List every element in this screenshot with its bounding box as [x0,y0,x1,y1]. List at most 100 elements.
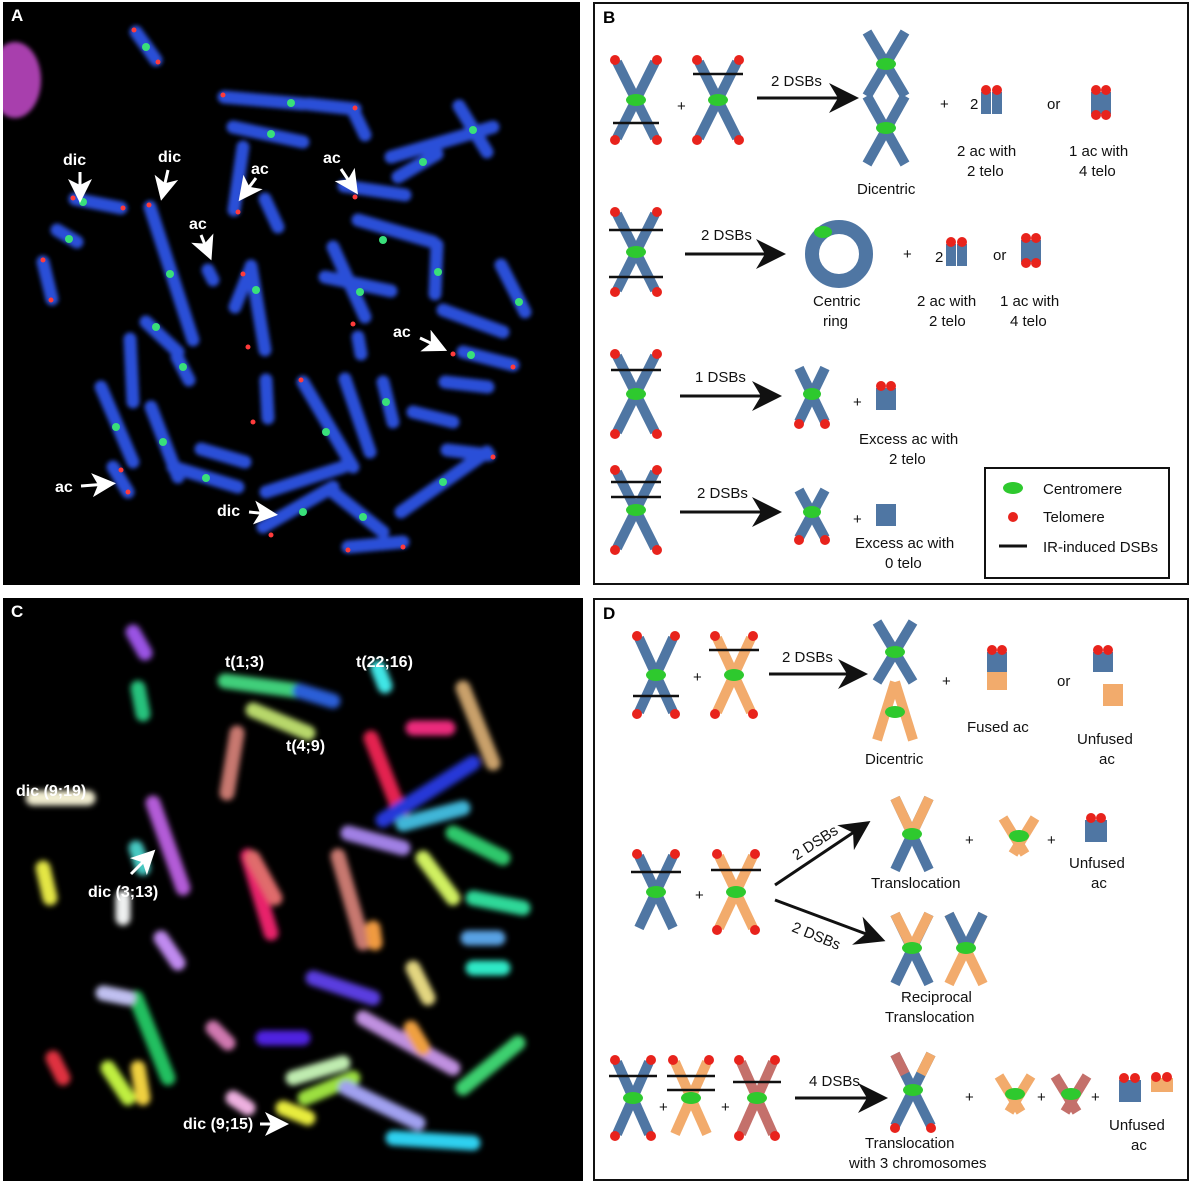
centric-ring-icon [805,220,873,288]
svg-text:or: or [993,247,1006,264]
label-ac-4: ac [393,324,411,341]
panel-b-svg: + 2 DSBs Dicentric + 2 2 ac with 2 telo [609,29,1170,579]
panel-c-mfish-micrograph: t(1;3) t(22;16) t(4;9) dic (9;19) dic (3… [3,598,583,1181]
panel-d-svg: + 2 DSBs Dicentric + Fused ac or [609,619,1173,1172]
svg-text:+: + [940,96,949,113]
centromere-legend-icon [1003,482,1023,494]
svg-text:+: + [1047,832,1056,849]
or-label: or [1047,96,1060,113]
label-dic-3: dic [217,503,240,520]
svg-text:2 DSBs: 2 DSBs [697,485,748,502]
svg-text:4 telo: 4 telo [1010,313,1047,330]
svg-text:+: + [695,887,704,904]
svg-text:2 DSBs: 2 DSBs [782,649,833,666]
label-t-22-16: t(22;16) [356,654,413,671]
row-2-centric-ring: 2 DSBs Centric ring + 2 or 2 ac with 2 t… [609,207,1059,330]
svg-text:+: + [903,246,912,263]
svg-text:2 telo: 2 telo [889,451,926,468]
svg-text:+: + [853,511,862,528]
panel-label-b: B [603,8,616,27]
plus-sign: + [677,98,686,115]
svg-text:+: + [1091,1089,1100,1106]
telomere-signals-a [40,27,516,553]
label-ac-1: ac [251,161,269,178]
panel-d-diagram: + 2 DSBs Dicentric + Fused ac or [593,598,1189,1181]
svg-text:1 DSBs: 1 DSBs [695,369,746,386]
row-3-three-chromosome-translocation: + + 4 DSBs Translocation [609,1051,1173,1172]
svg-text:+: + [693,669,702,686]
svg-text:2 ac with: 2 ac with [917,293,976,310]
legend-box: Centromere Telomere IR-induced DSBs [984,467,1170,579]
label-dic-2: dic [158,149,181,166]
svg-text:Translocation: Translocation [871,875,961,892]
legend-centromere: Centromere [1043,481,1122,498]
panel-a-svg: dic dic ac ac ac ac ac dic [3,25,532,554]
svg-text:4 telo: 4 telo [1079,163,1116,180]
svg-text:ring: ring [823,313,848,330]
svg-text:0 telo: 0 telo [885,555,922,572]
panel-label-a: A [11,6,24,25]
multiplier: 2 [970,96,978,113]
svg-text:ac: ac [1131,1137,1147,1154]
svg-text:1 ac with: 1 ac with [1069,143,1128,160]
panel-c-svg: t(1;3) t(22;16) t(4;9) dic (9;19) dic (3… [16,624,531,1151]
svg-text:+: + [721,1099,730,1116]
arrow-label: 2 DSBs [771,73,822,90]
label-ac-2: ac [189,216,207,233]
svg-text:Unfused: Unfused [1069,855,1125,872]
svg-text:+: + [853,394,862,411]
panel-a-micrograph: dic dic ac ac ac ac ac dic A [3,2,580,585]
svg-text:+: + [659,1099,668,1116]
row-4-excess-ac-0-telo: 2 DSBs + Excess ac with 0 telo [610,465,954,572]
svg-text:1 ac with: 1 ac with [1000,293,1059,310]
fragment-caption: 2 ac with [957,143,1016,160]
svg-text:or: or [1057,673,1070,690]
svg-text:2 telo: 2 telo [929,313,966,330]
panel-label-c: C [11,602,24,621]
svg-text:Fused ac: Fused ac [967,719,1029,736]
panel-b-diagram: + 2 DSBs Dicentric + 2 2 ac with 2 telo [593,2,1189,585]
svg-text:ac: ac [1099,751,1115,768]
svg-text:+: + [942,673,951,690]
metaphase-spread-c [25,624,531,1151]
panel-label-d: D [603,604,616,623]
row-1-dicentric-two-chromosomes: + 2 DSBs Dicentric + Fused ac or [632,619,1133,768]
svg-text:2 DSBs: 2 DSBs [789,919,843,954]
row-2-translocation: + 2 DSBs 2 DSBs Translocation + + [631,795,1125,1026]
metaphase-spread-a [3,25,532,554]
label-dic-9-15: dic (9;15) [183,1116,253,1133]
label-dic-9-19: dic (9;19) [16,783,86,800]
svg-text:+: + [965,1089,974,1106]
svg-text:+: + [965,832,974,849]
svg-text:Centric: Centric [813,293,861,310]
row-1-dicentric-formation: + 2 DSBs Dicentric + 2 2 ac with 2 telo [610,29,1128,198]
row-3-excess-ac-2-telo: 1 DSBs + Excess ac with 2 telo [610,349,958,468]
label-ac-3: ac [323,150,341,167]
svg-text:2: 2 [935,249,943,266]
label-t-4-9: t(4;9) [286,738,325,755]
legend-telomere: Telomere [1043,509,1105,526]
svg-text:+: + [1037,1089,1046,1106]
label-t-1-3: t(1;3) [225,654,264,671]
svg-text:Dicentric: Dicentric [865,751,924,768]
svg-text:Excess ac with: Excess ac with [855,535,954,552]
label-dic-1: dic [63,152,86,169]
svg-text:Excess ac with: Excess ac with [859,431,958,448]
telomere-legend-icon [1008,512,1018,522]
svg-text:2 DSBs: 2 DSBs [701,227,752,244]
label-ac-5: ac [55,479,73,496]
svg-text:4 DSBs: 4 DSBs [809,1073,860,1090]
svg-text:Translocation: Translocation [865,1135,955,1152]
svg-text:Unfused: Unfused [1077,731,1133,748]
result-dicentric: Dicentric [857,181,916,198]
svg-text:Unfused: Unfused [1109,1117,1165,1134]
legend-dsb: IR-induced DSBs [1043,539,1158,556]
svg-text:Reciprocal: Reciprocal [901,989,972,1006]
annotations-a: dic dic ac ac ac ac ac dic [55,149,448,525]
svg-text:with 3 chromosomes: with 3 chromosomes [848,1155,987,1172]
svg-text:Translocation: Translocation [885,1009,975,1026]
label-dic-3-13: dic (3;13) [88,884,158,901]
svg-text:ac: ac [1091,875,1107,892]
svg-text:2 telo: 2 telo [967,163,1004,180]
centromere-signals-a [65,43,523,521]
